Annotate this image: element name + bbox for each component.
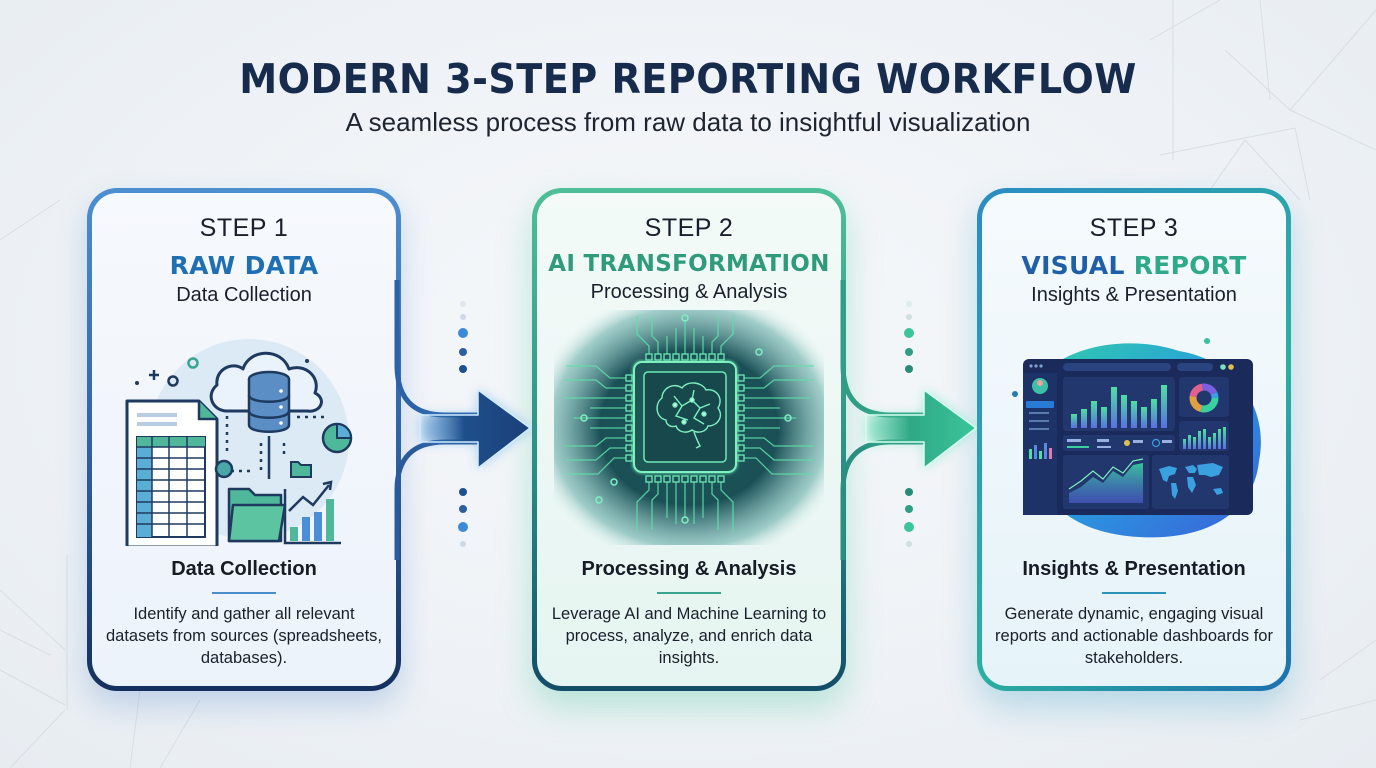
dots-bottom [904,488,914,547]
dots-top [904,301,914,373]
step-description: Generate dynamic, engaging visual report… [995,605,1273,667]
step-subtitle: Processing & Analysis [590,281,788,303]
step-label: STEP 3 [1089,214,1179,242]
divider [212,592,276,594]
section-title: Data Collection [171,558,317,580]
step-description: Identify and gather all relevant dataset… [105,605,383,667]
dots-top [458,301,468,373]
page-subtitle: A seamless process from raw data to insi… [345,107,1031,137]
step-name: VISUAL REPORT [1021,251,1247,280]
section-title: Processing & Analysis [581,558,797,580]
divider [657,592,721,594]
step-card-ai-transformation: STEP 2 AI TRANSFORMATION Processing & An… [532,188,846,691]
world-map-icon [1159,463,1223,499]
folder-icon [227,487,287,543]
step-label: STEP 2 [644,214,734,242]
donut-chart-icon [1189,383,1219,413]
step-card-visual-report: STEP 3 VISUAL REPORT Insights & Presenta… [977,188,1291,691]
connector-arrow-step1-to-step2 [394,280,531,560]
page-title: MODERN 3-STEP REPORTING WORKFLOW [239,55,1137,103]
raw-data-illustration [109,321,379,549]
cloud-database-icon [209,351,323,433]
section-title: Insights & Presentation [1022,558,1246,580]
arrow-right-icon [419,389,531,469]
connector-arrow-step2-to-step3 [840,280,977,560]
ai-chip-brain-illustration [554,310,824,545]
brain-icon [656,382,722,449]
sparkle-icon [149,370,159,380]
step-label: STEP 1 [199,214,289,242]
step-name: AI TRANSFORMATION [548,251,830,277]
dots-bottom [458,488,468,547]
step-name: RAW DATA [169,251,319,280]
step-subtitle: Data Collection [176,284,312,306]
divider [1102,592,1166,594]
arrow-right-icon [865,389,977,469]
dashboard-illustration [999,321,1269,546]
step-subtitle: Insights & Presentation [1031,284,1237,306]
bar-chart-icon [283,480,341,545]
pie-chart-icon [321,422,353,454]
step-card-raw-data: STEP 1 RAW DATA Data Collection [87,188,401,691]
spreadsheet-icon [125,399,219,549]
step-description: Leverage AI and Machine Learning to proc… [551,605,827,667]
